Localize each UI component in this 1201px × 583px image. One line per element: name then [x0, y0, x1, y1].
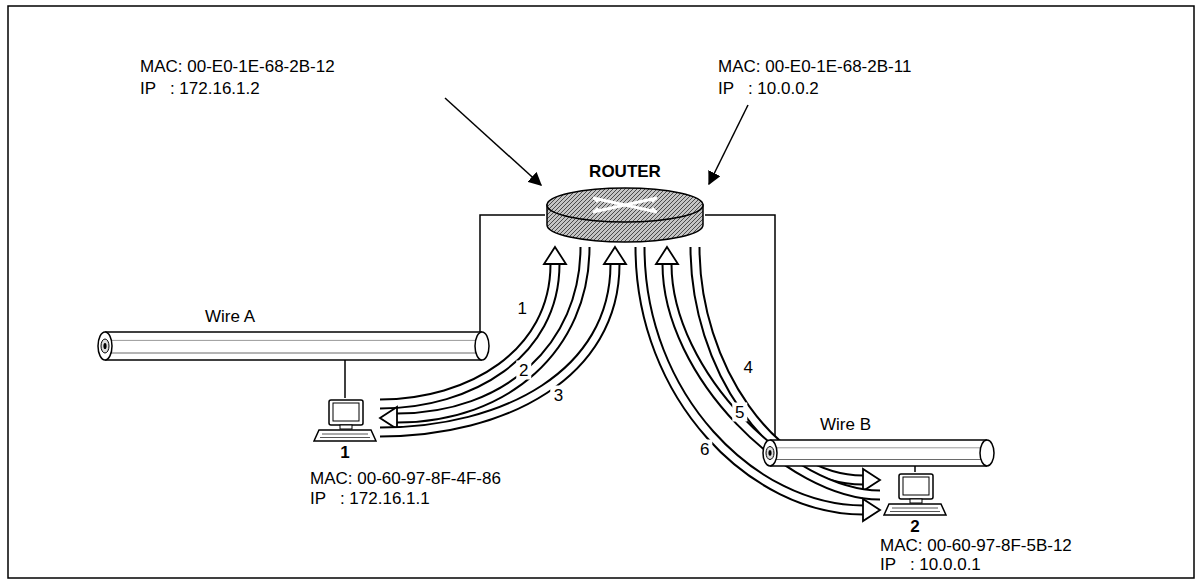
arrow-band-outline — [640, 247, 863, 510]
arrow-head — [380, 407, 397, 429]
computer-node: 2 — [880, 472, 950, 536]
cable-body — [105, 332, 482, 360]
keyboard — [314, 430, 376, 441]
monitor-stand — [340, 425, 352, 429]
arrow-head — [863, 499, 880, 521]
arrow-head — [863, 469, 880, 491]
cable-end — [763, 440, 777, 466]
link-line — [480, 215, 545, 332]
arrow-head — [544, 247, 566, 264]
computer-node: 1 — [310, 398, 380, 464]
step-number: 3 — [551, 385, 566, 404]
cable-shade — [774, 447, 985, 448]
network-link — [915, 466, 916, 472]
cable-shade — [109, 353, 480, 354]
monitor — [329, 400, 363, 425]
link-line — [705, 215, 775, 440]
host-number: 1 — [310, 444, 380, 462]
cable-core — [766, 447, 774, 460]
link-line — [914, 466, 916, 472]
cable-body — [770, 440, 987, 466]
cable-edge — [770, 439, 987, 441]
cable-node: Wire B — [760, 440, 995, 466]
address-label: MAC: 00-E0-1E-68-2B-12 — [140, 58, 335, 76]
router-top — [547, 188, 703, 222]
step-number: 2 — [516, 361, 531, 380]
link-line — [344, 360, 346, 398]
screen — [333, 403, 359, 421]
address-label: IP : 10.0.0.2 — [718, 80, 819, 98]
computer-icon — [310, 398, 380, 444]
cable-node: Wire A — [95, 332, 490, 360]
router-arrow-tips — [593, 198, 657, 212]
cable-end — [980, 440, 994, 466]
coax-cable — [95, 332, 490, 360]
arrow-head — [656, 247, 678, 264]
step-number: 1 — [515, 298, 530, 317]
address-label: IP : 10.0.0.1 — [880, 556, 981, 574]
monitor — [899, 474, 933, 499]
network-link — [345, 360, 346, 398]
wire-label: Wire A — [205, 308, 255, 326]
address-label: MAC: 00-60-97-8F-4F-86 — [310, 470, 501, 488]
step-number: 5 — [732, 403, 747, 422]
arrow-band-fill — [640, 247, 863, 510]
cable-shade — [774, 459, 985, 460]
cable-edge — [770, 465, 987, 467]
keyboard — [884, 504, 946, 515]
host-number: 2 — [880, 518, 950, 536]
network-link — [705, 215, 775, 440]
address-label: MAC: 00-60-97-8F-5B-12 — [880, 537, 1072, 555]
flow-arrow — [380, 247, 566, 404]
network-link — [480, 215, 545, 332]
computer-icon — [880, 472, 950, 518]
arrow-head — [604, 247, 626, 264]
cable-end — [98, 332, 112, 360]
address-label: IP : 172.16.1.2 — [140, 80, 260, 98]
cable-core — [768, 450, 771, 456]
cable-edge — [105, 331, 482, 333]
wire-label: Wire B — [820, 416, 871, 434]
cable-end — [475, 332, 489, 360]
keyboard-keys — [320, 434, 370, 438]
coax-cable — [760, 440, 995, 466]
step-number: 4 — [740, 357, 755, 376]
keyboard-keys — [890, 508, 940, 512]
monitor-stand — [910, 499, 922, 503]
outer-frame — [8, 6, 1194, 578]
router-arrows — [593, 198, 657, 212]
cable-shade — [109, 340, 480, 341]
cable-edge — [105, 359, 482, 361]
callout-arrow — [445, 98, 541, 185]
router-symbol — [545, 185, 705, 247]
device-label: ROUTER — [589, 163, 661, 181]
cable-core — [101, 339, 109, 353]
address-label: MAC: 00-E0-1E-68-2B-11 — [718, 58, 911, 76]
step-number: 6 — [697, 439, 712, 458]
callout-arrow — [709, 105, 748, 184]
router-node: ROUTER — [545, 185, 705, 247]
screen — [903, 477, 929, 495]
address-label: IP : 172.16.1.1 — [310, 490, 430, 508]
flow-arrow — [640, 247, 880, 521]
cable-core — [103, 343, 106, 349]
